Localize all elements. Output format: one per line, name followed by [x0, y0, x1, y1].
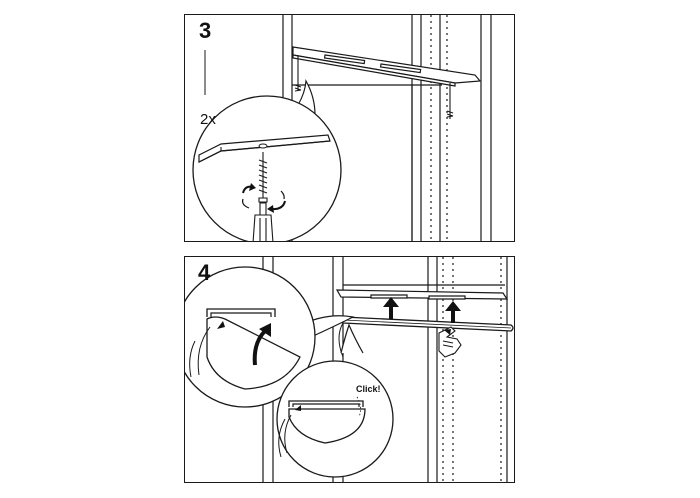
zoom-callout [185, 267, 353, 407]
click-callout-label: Click! [356, 384, 381, 394]
screw-icon [295, 55, 301, 91]
step-3-panel: 3 2x [184, 14, 515, 242]
zoom-callout [193, 81, 341, 241]
arrow-up-icon [444, 329, 451, 335]
step-number: 4 [198, 260, 211, 285]
step-number: 3 [199, 18, 212, 43]
arrow-up-icon [445, 301, 461, 323]
quantity-label: 2x [200, 111, 216, 128]
light-bar [339, 317, 513, 357]
shelf [337, 290, 507, 299]
step-3-illustration [185, 15, 515, 242]
shelf [293, 47, 480, 86]
hand-icon [439, 327, 461, 357]
screwdriver-icon [253, 203, 273, 241]
arrow-up-icon [383, 297, 399, 319]
screw-icon [447, 83, 453, 119]
cabinet-frame [283, 15, 491, 242]
step-4-panel: 4 Click! [184, 256, 515, 483]
step-4-illustration [185, 257, 515, 483]
zoom-callout [277, 325, 393, 477]
